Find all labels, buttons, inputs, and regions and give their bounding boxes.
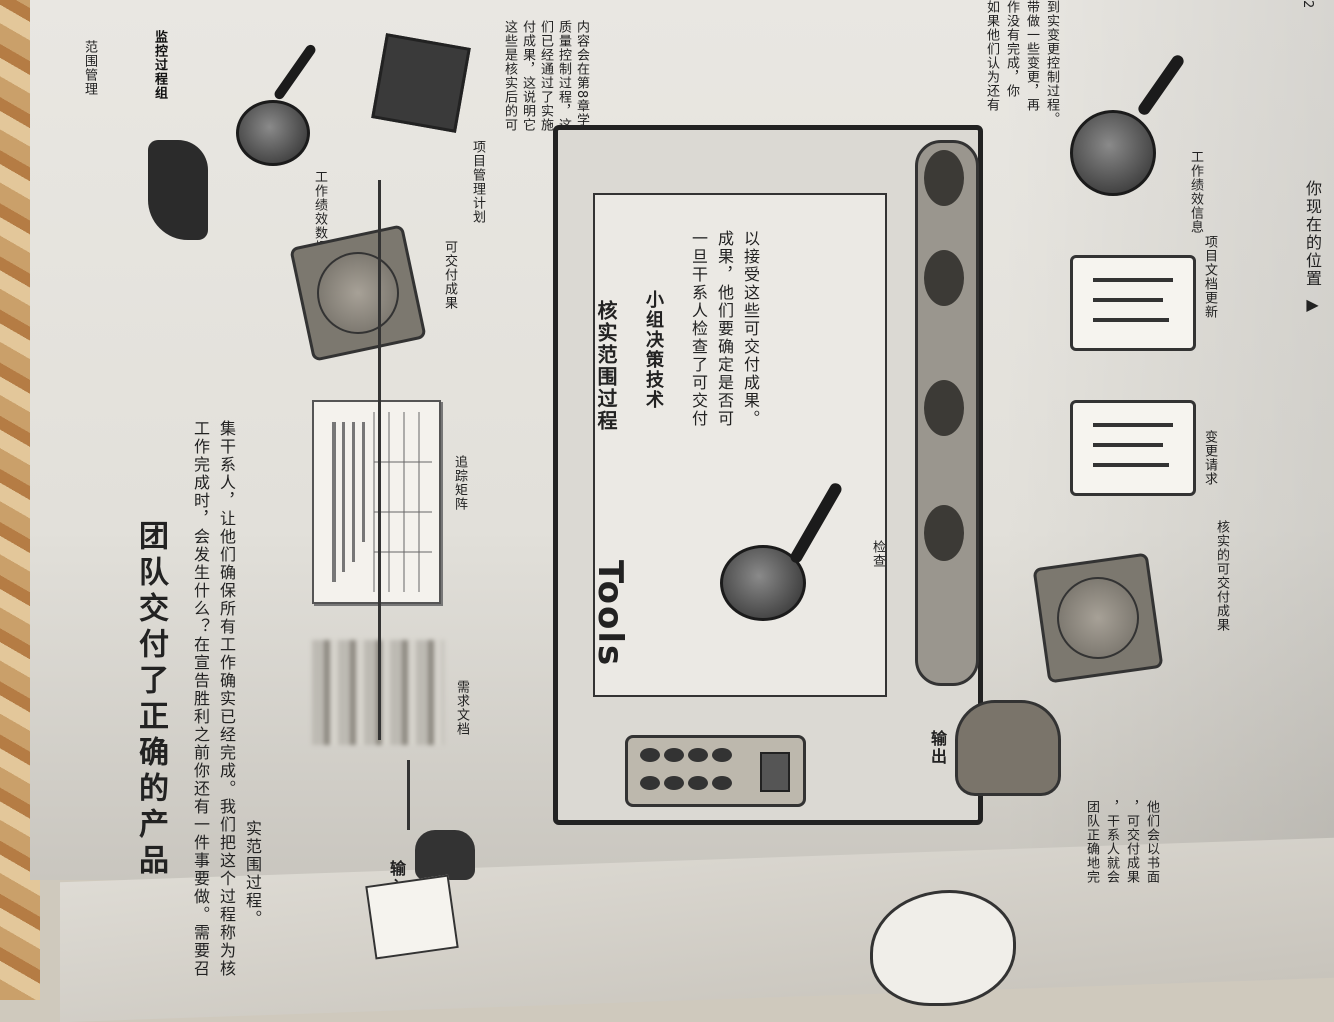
intro-line-2: 集干系人，让他们确保所有工作确实已经完成。我们把这个过程称为核 (217, 420, 236, 978)
requirements-doc-label: 需求文档 (454, 680, 469, 736)
project-doc-updates-label: 项目文档更新 (1202, 235, 1217, 319)
note-line: ，可交付成果 (1124, 800, 1139, 884)
note-line: 质量控制过程，这 (556, 20, 571, 132)
input-funnel-icon (415, 830, 475, 880)
page-title: 团队交付了正确的产品 (133, 520, 168, 880)
roller (924, 505, 964, 561)
technique-body-1: 一旦干系人检查了可交付 (689, 230, 708, 428)
binder-icon (371, 33, 471, 133)
note-line: 们已经通过了实施 (538, 20, 553, 132)
change-request-icon (1070, 400, 1196, 496)
matrix-sketch (332, 412, 432, 592)
output-chute-icon (955, 700, 1061, 796)
note-line: 如果他们认为还有 (984, 0, 999, 112)
roller (924, 150, 964, 206)
hat-shape (148, 140, 208, 240)
process-name: 核实范围过程 (594, 300, 618, 432)
technique-body-3: 以接受这些可交付成果。 (741, 230, 760, 428)
tool-label: 检查 (870, 540, 885, 568)
note-line: 他们会以书面 (1144, 800, 1159, 884)
sticky-note (365, 874, 459, 960)
note-line: ，干系人就会 (1104, 800, 1119, 884)
tools-logo: Tools (590, 560, 630, 668)
note-line: 付成果，这说明它 (520, 20, 535, 132)
deliverables-label: 可交付成果 (442, 240, 457, 310)
output-heading: 输出 (928, 730, 947, 766)
verified-deliverable-icon (1032, 552, 1164, 684)
verified-deliverables-label: 核实的可交付成果 (1214, 520, 1229, 632)
note-line: 带做一些变更，再 (1024, 0, 1039, 112)
footer-location: 你现在的位置 ▶ (1303, 180, 1322, 317)
pizza-box-icon (289, 224, 427, 362)
sticky-label: 监控过程组 (152, 30, 167, 100)
pm-plan-label: 项目管理计划 (470, 140, 485, 224)
note-line: 内容会在第8章学 (574, 20, 589, 128)
intro-line-1: 工作完成时，会发生什么？在宣告胜利之前你还有一件事要做。需要召 (191, 420, 210, 978)
project-doc-update-icon (1070, 255, 1196, 351)
magnifier-icon (236, 100, 310, 166)
work-performance-info-icon (1070, 110, 1156, 196)
input-line (378, 180, 381, 740)
traceability-matrix-label: 追踪矩阵 (452, 455, 467, 511)
roller (924, 250, 964, 306)
note-line: 到实变更控制过程。 (1044, 0, 1059, 126)
remote-control-icon (625, 735, 806, 807)
note-line: 这些是核实后的可 (502, 20, 517, 132)
roller (924, 380, 964, 436)
page-number: 2 (1300, 0, 1315, 10)
note-line: 作没有完成，你 (1004, 0, 1019, 98)
chapter-label: 范围管理 (82, 40, 97, 96)
work-performance-info-label: 工作绩效信息 (1188, 150, 1203, 234)
technique-body-2: 成果，他们要确定是否可 (715, 230, 734, 428)
technique-title: 小组决策技术 (643, 290, 664, 410)
intro-line-3: 实范围过程。 (243, 820, 262, 928)
traceability-matrix-card (312, 400, 441, 604)
change-requests-label: 变更请求 (1202, 430, 1217, 486)
work-performance-data-label: 工作绩效数据 (312, 170, 327, 254)
down-arrow-icon (407, 760, 410, 830)
note-line: 团队正确地完 (1084, 800, 1099, 884)
